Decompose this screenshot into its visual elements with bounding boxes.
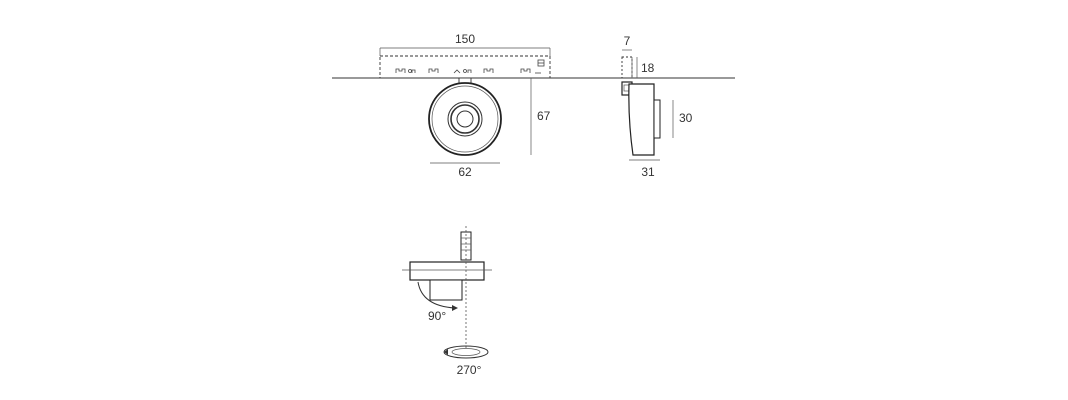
head-outer-ring — [428, 82, 502, 156]
tilt-arc — [417, 281, 456, 309]
tilt-angle-label: 90° — [428, 309, 446, 323]
head-depth-label: 31 — [641, 165, 655, 179]
head-thickness-label: 30 — [679, 111, 693, 125]
front-view: 150 62 67 — [332, 32, 735, 179]
lens-outer — [447, 101, 483, 137]
track-profile — [621, 56, 633, 79]
head-face — [431, 85, 499, 153]
lens-mid — [450, 104, 480, 134]
side-head-body — [628, 83, 655, 156]
track-body — [379, 55, 551, 79]
side-view: 7 18 30 31 — [621, 34, 693, 179]
track-length-label: 150 — [455, 32, 475, 46]
rotation-view: 90° 270° — [402, 226, 492, 377]
lens-inner — [456, 110, 474, 128]
projection-label: 67 — [537, 109, 551, 123]
track-detail — [395, 59, 545, 74]
track-height-label: 18 — [641, 61, 655, 75]
head-diameter-label: 62 — [458, 165, 472, 179]
side-head-face — [653, 99, 661, 139]
rotation-head — [409, 261, 485, 281]
track-width-label: 7 — [624, 34, 631, 48]
rotation-tilted-head — [429, 279, 463, 301]
spin-angle-label: 270° — [457, 363, 482, 377]
